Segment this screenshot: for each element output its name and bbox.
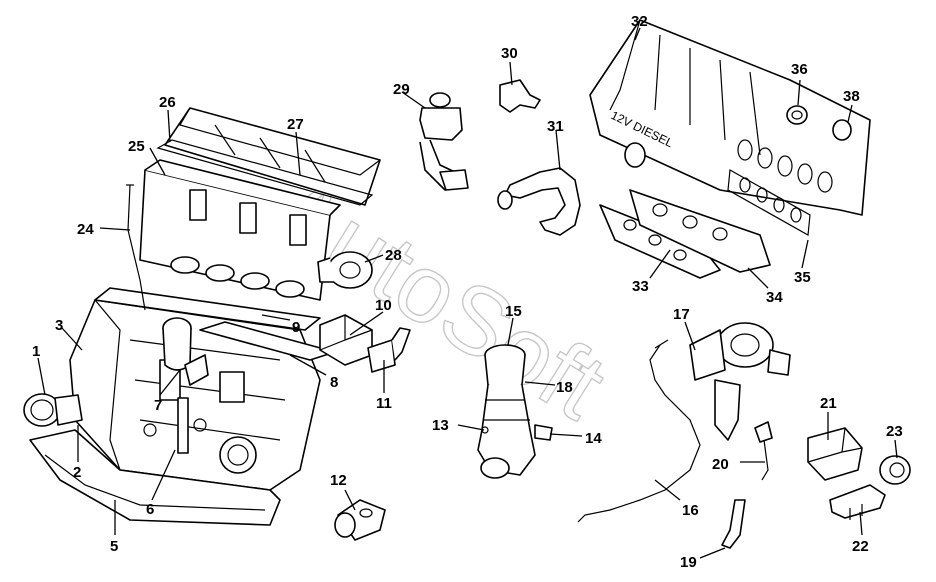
callout-19: 19 — [680, 554, 697, 571]
manifold-plug — [832, 119, 852, 141]
callout-22: 22 — [852, 538, 869, 555]
callout-labels: 1 2 3 5 6 7 8 9 10 11 12 13 14 15 16 17 … — [32, 13, 903, 571]
callout-7: 7 — [154, 397, 162, 414]
callout-15: 15 — [505, 303, 522, 320]
return-hose — [721, 499, 746, 549]
turbo-return-pipe — [754, 421, 773, 481]
camshaft-cover-gasket — [156, 139, 374, 206]
callout-23: 23 — [886, 423, 903, 440]
callout-38: 38 — [843, 88, 860, 105]
cylinder-head — [139, 159, 341, 301]
callout-1: 1 — [32, 343, 40, 360]
callout-2: 2 — [73, 464, 81, 481]
intake-gasket — [727, 169, 811, 236]
oil-pan — [29, 429, 281, 526]
bracket-11 — [367, 327, 411, 373]
callout-36: 36 — [791, 61, 808, 78]
callout-9: 9 — [292, 319, 300, 336]
sensor-6 — [177, 397, 189, 454]
callout-14: 14 — [585, 430, 602, 447]
crank-pulley — [23, 393, 83, 427]
callout-18: 18 — [556, 379, 573, 396]
dipstick-tube — [126, 184, 146, 311]
oil-filter-housing — [162, 317, 209, 386]
callout-24: 24 — [77, 221, 94, 238]
callout-17: 17 — [673, 306, 690, 323]
egr-pipe — [497, 167, 581, 236]
bracket-10 — [319, 314, 373, 366]
callout-11: 11 — [376, 395, 392, 412]
callout-32: 32 — [631, 13, 648, 30]
manifold-cap — [786, 105, 808, 125]
exhaust-manifold — [629, 189, 771, 273]
callout-33: 33 — [632, 278, 649, 295]
callout-6: 6 — [146, 501, 154, 518]
callout-34: 34 — [766, 289, 783, 306]
rubber-bushing-23 — [879, 455, 911, 485]
callout-30: 30 — [501, 45, 518, 62]
camshaft-cover — [164, 107, 381, 206]
callout-13: 13 — [432, 417, 449, 434]
mount-bracket-22 — [829, 484, 886, 520]
vacuum-pump — [317, 251, 373, 289]
callout-20: 20 — [712, 456, 729, 473]
egr-valve — [419, 92, 469, 191]
manifold-ports — [737, 139, 833, 193]
turbo-oil-pipe — [577, 339, 701, 523]
callout-10: 10 — [375, 297, 392, 314]
callout-28: 28 — [385, 247, 402, 264]
callout-3: 3 — [55, 317, 63, 334]
egr-bracket — [499, 79, 541, 113]
callout-31: 31 — [547, 118, 564, 135]
callout-5: 5 — [110, 538, 118, 555]
callout-8: 8 — [330, 374, 338, 391]
callout-29: 29 — [393, 81, 410, 98]
turbocharger — [689, 322, 791, 441]
thermostat-housing — [334, 499, 386, 541]
callout-27: 27 — [287, 116, 304, 133]
intake-manifold: 12V DIESEL — [589, 19, 871, 216]
intake-elbow — [477, 344, 553, 479]
callout-35: 35 — [794, 269, 811, 286]
callout-16: 16 — [682, 502, 699, 519]
callout-12: 12 — [330, 472, 347, 489]
callout-26: 26 — [159, 94, 176, 111]
callout-25: 25 — [128, 138, 145, 155]
leader-lines — [37, 27, 898, 559]
engine-mount-21 — [807, 427, 863, 481]
callout-21: 21 — [820, 395, 837, 412]
